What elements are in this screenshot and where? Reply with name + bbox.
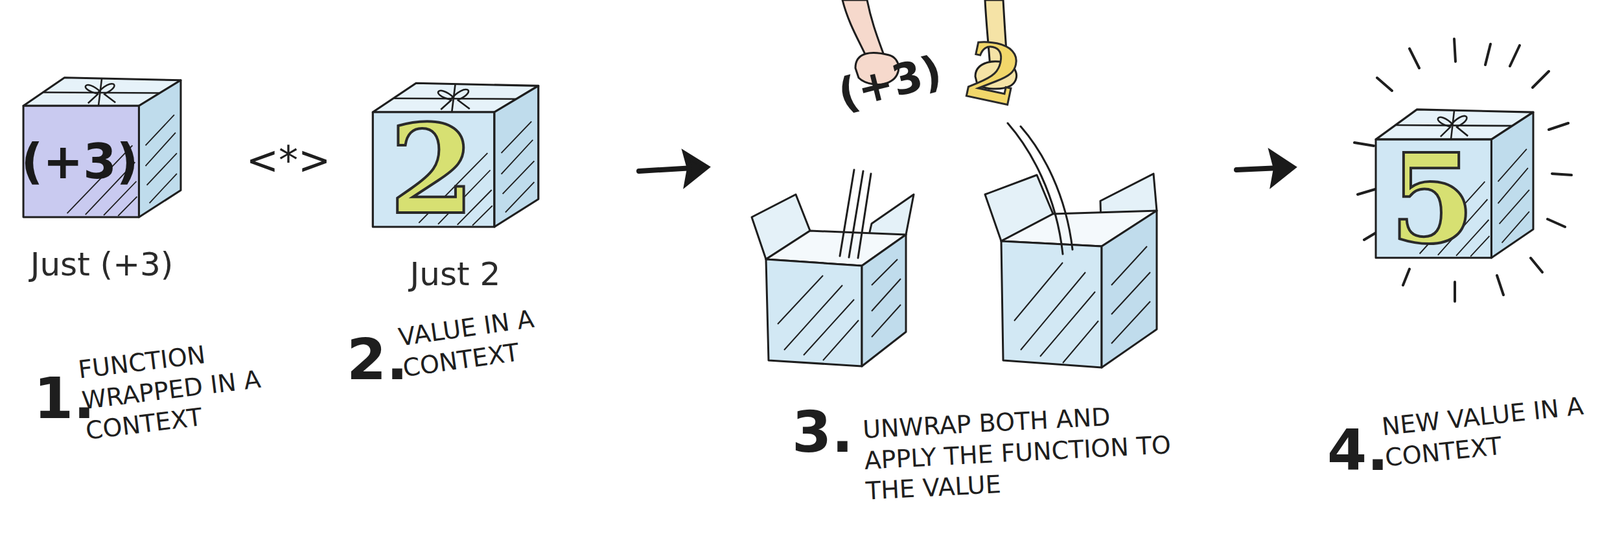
value-glyph: 2 [369,112,495,227]
function-glyph: (+3) [832,44,947,122]
cube-side [138,80,181,218]
motion-lines [839,123,1073,258]
arrow [638,153,1293,183]
step-caption: NEW VALUE IN A CONTEXT [1380,390,1600,474]
step-caption: UNWRAP BOTH AND APPLY THE FUNCTION TO TH… [861,397,1191,507]
box-label: Just 2 [343,255,568,293]
step-caption: FUNCTION WRAPPED IN A CONTEXT [76,329,301,448]
arrow-head [685,154,707,183]
drawing-part [1007,123,1073,255]
function-glyph: (+3) [20,106,140,218]
drawing-part [1014,246,1151,363]
step-number: 2. [346,324,399,396]
value-glyph: 2 [945,18,1043,130]
ribbon [394,84,517,113]
arrow-head [1272,153,1293,183]
gift-box: 5 [1372,97,1536,261]
step-number: 4. [1327,414,1386,487]
drawing-part [839,169,871,258]
drawing-part [861,234,906,367]
drawing-part [1101,210,1157,368]
bow [438,89,470,110]
gift-box: (+3)Just (+3) [20,66,184,220]
cube-side [1491,112,1534,258]
drawing-part [777,259,901,361]
step-number: 1. [33,362,86,435]
ribbon [43,79,160,106]
open-box [985,173,1157,368]
drawing-part [1354,38,1572,302]
drawing-part [765,259,862,367]
arrow-shaft [638,167,694,172]
step-caption: VALUE IN A CONTEXT [396,299,573,384]
value-glyph: 5 [1372,139,1492,258]
bow [85,83,116,104]
box-label: Just (+3) [0,245,210,284]
gift-box: 2Just 2 [369,71,542,230]
cube-side [494,85,539,227]
drawing-part [1001,241,1102,368]
sparkle-rays [1354,38,1572,302]
open-box [751,194,914,367]
bow [1437,115,1468,137]
operator-symbol: <*> [239,136,337,185]
step-number: 3. [791,396,851,468]
ribbon [1395,110,1512,140]
